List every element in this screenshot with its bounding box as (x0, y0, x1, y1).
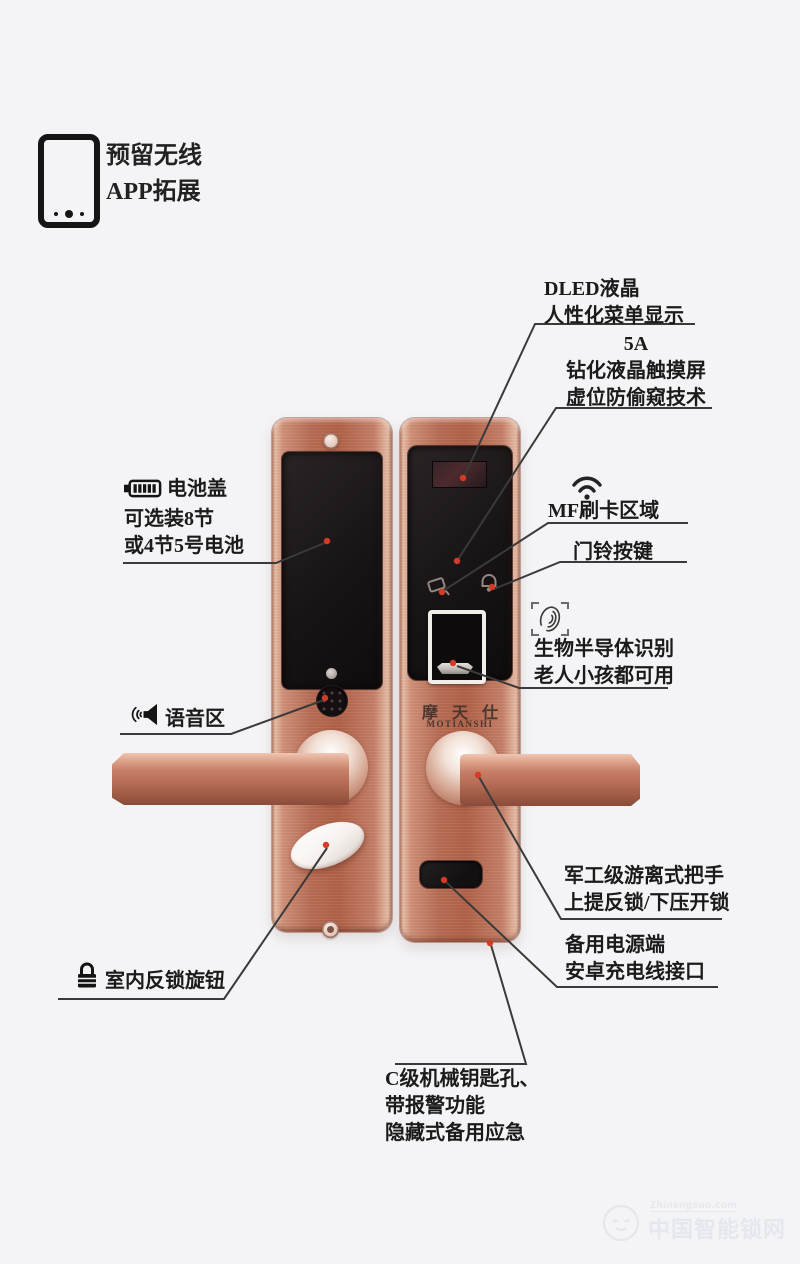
badge-line: APP拓展 (106, 179, 201, 205)
callout-dot (440, 876, 448, 884)
watermark-name: 中国智能锁网 (648, 1217, 787, 1242)
callout-dot (322, 841, 330, 849)
brand-name-cn: 摩天仕 (421, 705, 512, 722)
wifi-icon (563, 470, 611, 507)
annotation-line: 老人小孩都可用 (534, 665, 674, 687)
callout-dot (486, 939, 494, 947)
annotation-line: 隐藏式备用应急 (385, 1122, 525, 1144)
annotation-line: C级机械钥匙孔、 (385, 1068, 540, 1090)
callout-dot (488, 583, 496, 591)
annotation-fingerprint: 生物半导体识别 老人小孩都可用 (534, 636, 674, 690)
annotation-handle: 军工级游离式把手 上提反锁/下压开锁 (564, 863, 730, 917)
leader-key (395, 944, 528, 1065)
app-expansion-note: 预留无线 APP拓展 (106, 138, 202, 210)
annotation-line: 安卓充电线接口 (565, 961, 705, 983)
tablet-icon (38, 134, 100, 228)
battery-cover-panel (282, 452, 382, 689)
fingerprint-sensor (437, 663, 473, 674)
callout-dot (449, 659, 457, 667)
leader-bell (493, 561, 687, 590)
screw (323, 433, 339, 449)
fingerprint-reader-window (428, 610, 486, 684)
annotation-voice: 语音区 (127, 701, 225, 736)
callout-dot (459, 474, 467, 482)
callout-dot (474, 771, 482, 779)
annotation-mf-card: MF刷卡区域 (548, 498, 659, 525)
annotation-mechanical-key: C级机械钥匙孔、 带报警功能 隐藏式备用应急 (385, 1066, 539, 1147)
annotation-display: DLED液晶 人性化菜单显示 (544, 276, 684, 330)
annotation-line: 5A (623, 333, 649, 355)
annotation-line: 或4节5号电池 (124, 535, 244, 557)
leader-handle (478, 776, 722, 920)
annotation-line: 门铃按键 (573, 541, 653, 563)
tablet-home-dots (44, 210, 94, 218)
annotation-doorbell: 门铃按键 (573, 539, 653, 566)
callout-dot (438, 588, 446, 596)
annotation-backup-power: 备用电源端 安卓充电线接口 (565, 932, 705, 986)
annotation-line: 军工级游离式把手 (564, 865, 724, 887)
annotation-touchscreen: 5A 钻化液晶触摸屏 虚位防偷窥技术 (556, 331, 716, 412)
annotation-line: DLED液晶 (544, 278, 640, 300)
watermark-url: Zhinengsuo.com (650, 1200, 737, 1212)
annotation-line: 带报警功能 (385, 1095, 485, 1117)
speaker-icon (127, 701, 160, 736)
battery-icon (124, 479, 162, 506)
backup-power-port-cover (420, 861, 482, 888)
annotation-line: MF刷卡区域 (548, 500, 660, 522)
leader-mf (442, 522, 688, 592)
annotation-line: 室内反锁旋钮 (74, 960, 225, 998)
annotation-line: 备用电源端 (565, 934, 665, 956)
annotation-line: 钻化液晶触摸屏 (566, 360, 706, 382)
leader-fp (456, 665, 668, 689)
fingerprint-icon (528, 598, 572, 645)
callout-dot (453, 557, 461, 565)
leader-voice (120, 699, 325, 735)
leader-knob (58, 847, 328, 1000)
leader-dled (462, 323, 695, 480)
leader-5a (456, 407, 712, 562)
brand-name-en: MOTIANSHI (426, 719, 494, 729)
callout-dot (321, 694, 329, 702)
screw (326, 668, 337, 679)
annotation-battery: 电池盖 可选装8节 或4节5号电池 (124, 476, 244, 560)
badge-line: 预留无线 (106, 143, 202, 169)
screw (322, 921, 339, 938)
annotation-line: 人性化菜单显示 (544, 305, 684, 327)
leader-power (445, 881, 718, 988)
watermark-logo-icon (600, 1202, 642, 1249)
callout-dot (323, 537, 331, 545)
annotation-line: 上提反锁/下压开锁 (564, 892, 730, 914)
annotation-line: 电池盖 (124, 476, 244, 506)
indoor-handle (112, 753, 349, 805)
annotation-line: 可选装8节 (124, 508, 214, 530)
annotation-line: 虚位防偷窥技术 (566, 387, 706, 409)
annotation-line: 语音区 (127, 701, 225, 736)
leader-batt (123, 541, 328, 564)
annotation-line: 生物半导体识别 (534, 638, 674, 660)
padlock-icon (74, 960, 100, 998)
annotation-knob: 室内反锁旋钮 (74, 960, 225, 998)
oled-display (433, 462, 486, 487)
